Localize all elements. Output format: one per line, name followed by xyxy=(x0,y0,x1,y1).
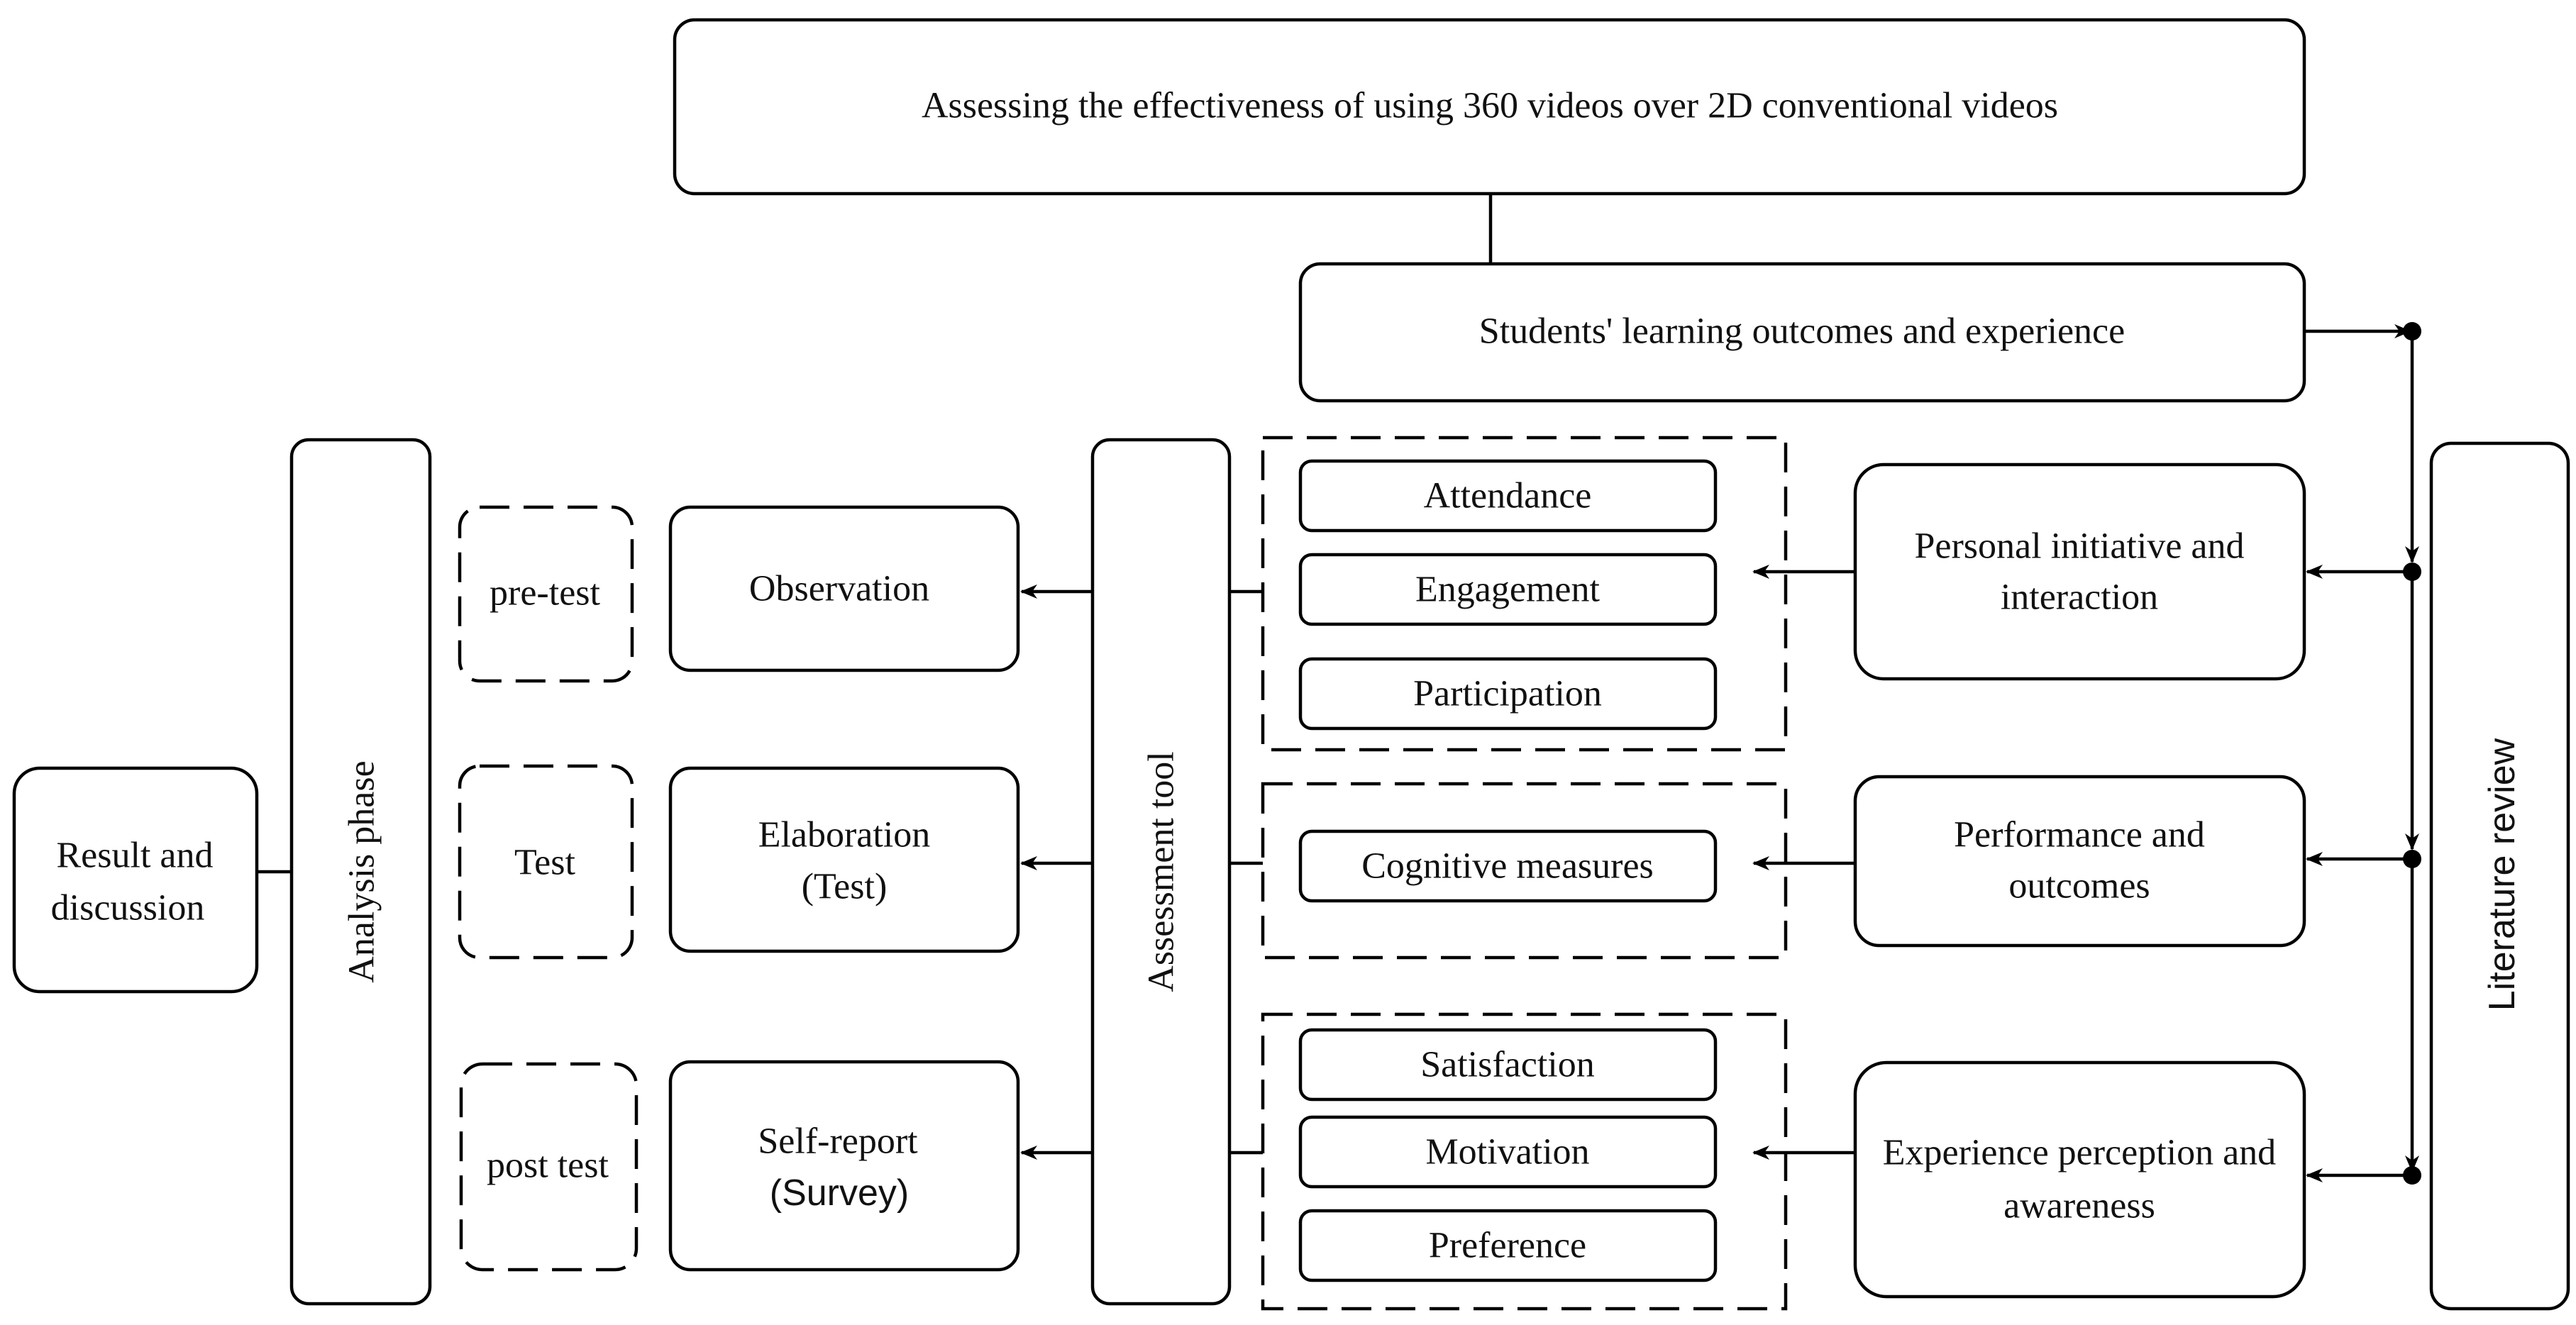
experience-label-line2: awareness xyxy=(2003,1186,2155,1226)
participation-text: Participation xyxy=(1413,674,1602,714)
performance-label-line2: outcomes xyxy=(2008,866,2150,907)
performance-label-line1: Performance and xyxy=(1954,815,2205,855)
outcomes-text: Students' learning outcomes and experien… xyxy=(1479,311,2125,352)
analysis-phase-text: Analysis phase xyxy=(342,760,382,982)
participation-box xyxy=(1298,657,1718,731)
result-text-line1: Result and xyxy=(57,836,214,876)
self-report-text-line1: Self-report xyxy=(758,1121,918,1162)
test-text: Test xyxy=(514,843,575,883)
observation-text: Observation xyxy=(749,569,929,609)
experience-measures-group xyxy=(1261,1012,1788,1311)
satisfaction-text: Satisfaction xyxy=(1420,1045,1595,1085)
preference-text: Preference xyxy=(1429,1226,1586,1266)
pre-test-box xyxy=(458,505,634,683)
experience-label-line1: Experience perception and xyxy=(1883,1133,2276,1173)
bus-junction-personal xyxy=(2403,562,2421,581)
result-box xyxy=(12,766,259,994)
elaboration-text-line1: Elaboration xyxy=(758,815,931,855)
engagement-text: Engagement xyxy=(1415,570,1600,610)
self-report-text-line2: (Survey) xyxy=(770,1172,909,1214)
test-box xyxy=(458,764,634,960)
title-text: Assessing the effectiveness of using 360… xyxy=(922,86,2058,126)
result-text-line2: discussion xyxy=(51,888,205,928)
motivation-box xyxy=(1298,1115,1718,1189)
engagement-box xyxy=(1298,553,1718,626)
attendance-text: Attendance xyxy=(1424,476,1592,516)
elaboration-text-line2: (Test) xyxy=(802,867,888,907)
personal-label-line1: Personal initiative and xyxy=(1914,526,2244,567)
assessment-tool-text: Assessment tool xyxy=(1141,751,1182,992)
pre-test-text: pre-test xyxy=(490,573,600,614)
literature-review-text: Literature review xyxy=(2482,738,2523,1011)
post-test-box xyxy=(459,1062,639,1272)
preference-box xyxy=(1298,1209,1718,1282)
satisfactio-box xyxy=(1298,1028,1718,1102)
motivation-text: Motivation xyxy=(1425,1132,1589,1172)
experience-box xyxy=(1853,1060,2306,1299)
literature-review-box xyxy=(2429,441,2570,1311)
assessment-tool-box xyxy=(1090,438,1232,1306)
attendance-box xyxy=(1298,459,1718,533)
bus-junction-top xyxy=(2403,322,2421,340)
cognitive-measures-box xyxy=(1298,829,1718,903)
interaction-measures-group xyxy=(1261,436,1788,752)
performance-box xyxy=(1853,775,2306,948)
post-test-text: post test xyxy=(487,1146,609,1186)
bus-junction-performance xyxy=(2403,850,2421,868)
personal-label-line2: interaction xyxy=(2001,577,2158,618)
personal-initiative-box xyxy=(1853,462,2306,681)
cognitive-measures-text: Cognitive measures xyxy=(1361,846,1654,887)
self-report-box xyxy=(668,1060,1020,1272)
observation-box xyxy=(668,505,1020,672)
elaboration-box xyxy=(668,766,1020,953)
bus-junction-experience xyxy=(2403,1166,2421,1185)
